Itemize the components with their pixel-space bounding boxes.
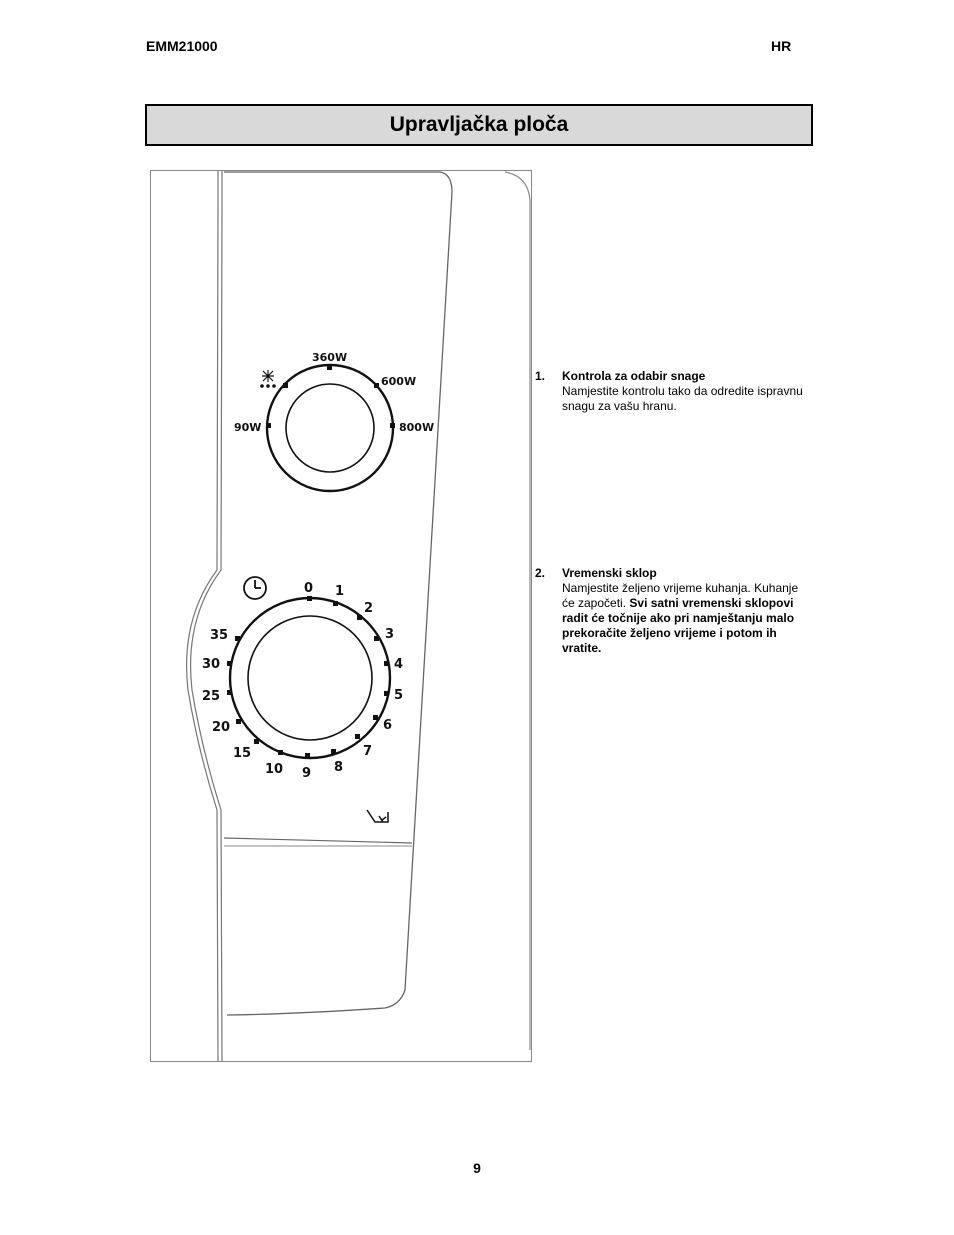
power-label-360w: 360W xyxy=(312,351,347,364)
timer-label-4: 4 xyxy=(394,657,403,672)
power-label-600w: 600W xyxy=(381,375,416,388)
item-number: 1. xyxy=(535,369,546,383)
timer-label-0: 0 xyxy=(304,581,313,596)
power-label-800w: 800W xyxy=(399,421,434,434)
timer-label-2: 2 xyxy=(364,601,373,616)
timer-label-9: 9 xyxy=(302,766,311,781)
timer-label-30: 30 xyxy=(202,657,220,672)
timer-label-15: 15 xyxy=(233,746,251,761)
timer-knob: 0 1 2 3 4 5 6 7 8 9 10 15 20 25 30 35 xyxy=(202,576,403,781)
snowflake-defrost-icon xyxy=(260,370,276,388)
power-knob: 90W 360W 600W 800W xyxy=(234,351,434,493)
item-heading: Vremenski sklop xyxy=(562,566,657,580)
item-text: Namjestite kontrolu tako da odredite isp… xyxy=(562,384,803,413)
timer-label-10: 10 xyxy=(265,762,283,777)
clock-icon xyxy=(243,576,267,600)
power-label-90w: 90W xyxy=(234,421,261,434)
item-number: 2. xyxy=(535,566,546,580)
page-number: 9 xyxy=(473,1160,481,1176)
timer-label-8: 8 xyxy=(334,760,343,775)
control-panel-illustration: 90W 360W 600W 800W xyxy=(150,170,532,1062)
item-heading: Kontrola za odabir snage xyxy=(562,369,706,383)
timer-label-5: 5 xyxy=(394,688,403,703)
control-panel-drawing: 90W 360W 600W 800W xyxy=(150,170,532,1062)
timer-label-1: 1 xyxy=(335,584,344,599)
timer-label-3: 3 xyxy=(385,627,394,642)
item-bold-text: Svi satni vremenski sklopovi radit će to… xyxy=(562,596,795,655)
section-title: Upravljačka ploča xyxy=(389,113,569,136)
item-text: Namjestite željeno vrijeme kuhanja. Kuha… xyxy=(562,581,799,610)
timer-label-7: 7 xyxy=(363,744,372,759)
timer-label-20: 20 xyxy=(212,720,230,735)
section-title-box: Upravljačka ploča xyxy=(145,104,813,146)
model-number: EMM21000 xyxy=(146,38,218,54)
timer-label-35: 35 xyxy=(210,628,228,643)
timer-label-25: 25 xyxy=(202,689,220,704)
timer-label-6: 6 xyxy=(383,718,392,733)
language-code: HR xyxy=(771,38,792,54)
door-open-icon xyxy=(366,809,389,823)
